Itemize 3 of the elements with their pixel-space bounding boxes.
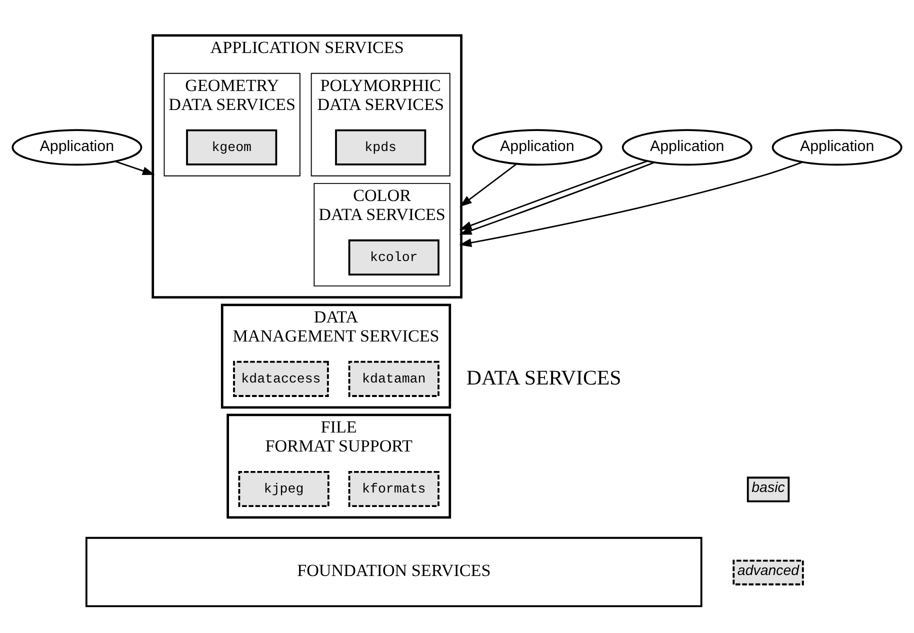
legend-label: basic	[752, 479, 785, 496]
legend-label: advanced	[737, 562, 800, 578]
label: DATA SERVICES	[466, 364, 622, 389]
